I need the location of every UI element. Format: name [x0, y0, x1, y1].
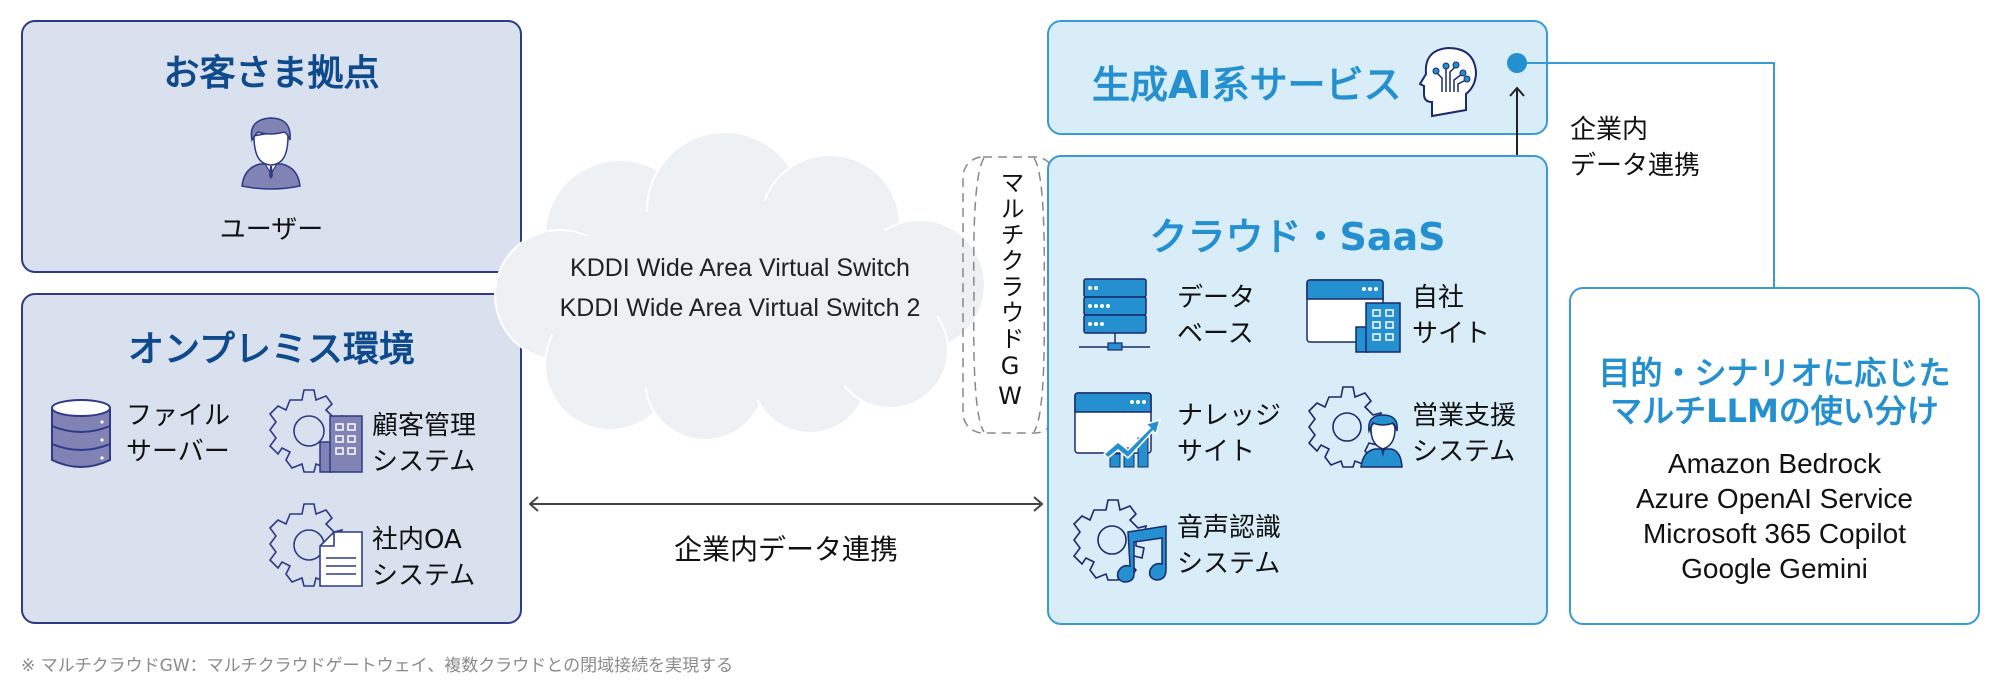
ai-brain-icon: [1418, 46, 1478, 118]
llm-service-item: Amazon Bedrock: [1667, 448, 1882, 479]
server-database-icon: [1079, 278, 1150, 351]
cloud-saas-title: クラウド・SaaS: [1149, 215, 1446, 259]
website-chart-icon: [1074, 392, 1162, 468]
internal-oa-line2: システム: [372, 561, 476, 591]
database-icon: [51, 399, 111, 468]
crm-label: 顧客管理 システム: [372, 408, 476, 480]
data-link-right-line1: 企業内: [1570, 115, 1649, 145]
saas-knowledge-site-line2: サイト: [1177, 437, 1256, 467]
data-link-right-line2: データ連携: [1570, 151, 1701, 181]
file-server-label: ファイル サーバー: [126, 398, 230, 470]
llm-service-item: Google Gemini: [1681, 553, 1868, 584]
saas-company-site-label: 自社 サイト: [1412, 280, 1490, 352]
multi-llm-box: [1569, 287, 1980, 625]
saas-database-label: データ ベース: [1177, 280, 1255, 352]
gen-ai-title: 生成AI系サービス: [1092, 63, 1402, 107]
llm-service-item: Azure OpenAI Service: [1635, 483, 1914, 514]
llm-service-item: Microsoft 365 Copilot: [1642, 518, 1906, 549]
file-server-line1: ファイル: [126, 401, 231, 431]
gateway-label: マルチクラウドGW: [996, 170, 1024, 412]
internal-oa-line1: 社内OA: [372, 525, 462, 555]
website-building-icon: [1306, 279, 1401, 353]
saas-voice-recognition-line2: システム: [1177, 549, 1281, 579]
file-server-line2: サーバー: [126, 437, 230, 467]
gear-person-icon: [1307, 386, 1403, 468]
user-label: ユーザー: [219, 215, 324, 245]
saas-company-site-line2: サイト: [1412, 319, 1491, 349]
multi-llm-title-line2: マルチLLMの使い分け: [1610, 392, 1939, 430]
crm-line2: システム: [372, 447, 476, 477]
network-line1: KDDI Wide Area Virtual Switch: [570, 254, 910, 282]
saas-database-line1: データ: [1177, 283, 1256, 313]
saas-sales-support-line1: 営業支援: [1412, 401, 1517, 431]
saas-knowledge-site-label: ナレッジ サイト: [1177, 398, 1281, 470]
multi-llm-title-line1: 目的・シナリオに応じた: [1598, 354, 1951, 392]
saas-sales-support-line2: システム: [1412, 437, 1516, 467]
internal-oa-label: 社内OA システム: [372, 522, 475, 594]
multi-llm-title: 目的・シナリオに応じた マルチLLMの使い分け: [1569, 354, 1980, 430]
saas-database-line2: ベース: [1177, 319, 1254, 349]
on-premises-title: オンプレミス環境: [128, 329, 415, 370]
saas-knowledge-site-line1: ナレッジ: [1177, 401, 1282, 431]
network-cloud-shape: [494, 131, 986, 441]
saas-company-site-line1: 自社: [1412, 283, 1465, 313]
data-link-bottom-label: 企業内データ連携: [673, 533, 898, 566]
llm-service-list: Amazon Bedrock Azure OpenAI Service Micr…: [1569, 446, 1980, 586]
gear-music-icon: [1072, 499, 1167, 583]
network-line2: KDDI Wide Area Virtual Switch 2: [559, 294, 921, 322]
network-label: KDDI Wide Area Virtual Switch KDDI Wide …: [500, 248, 980, 328]
crm-line1: 顧客管理: [372, 411, 477, 441]
llm-connector-line: [1507, 53, 1775, 288]
user-icon: [241, 117, 301, 190]
saas-voice-recognition-line1: 音声認識: [1177, 513, 1282, 543]
footnote: ※ マルチクラウドGW：マルチクラウドゲートウェイ、複数クラウドとの閉域接続を実…: [21, 656, 734, 676]
data-link-right-label: 企業内 データ連携: [1570, 112, 1700, 184]
gear-document-icon: [268, 503, 363, 587]
data-link-arrow-horizontal: [528, 496, 1044, 512]
gear-building-icon: [268, 389, 363, 473]
saas-voice-recognition-label: 音声認識 システム: [1177, 510, 1281, 582]
saas-sales-support-label: 営業支援 システム: [1412, 398, 1516, 470]
customer-site-title: お客さま拠点: [163, 53, 380, 94]
